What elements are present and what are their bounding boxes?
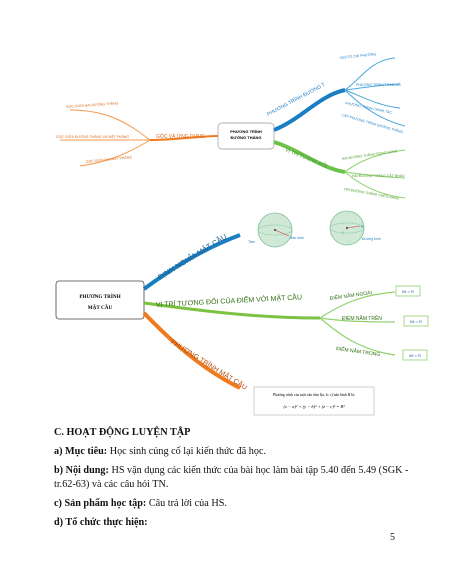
mm1-leaf-cat-nhau: HAI ĐƯỜNG THẲNG CẮT NHAU — [352, 173, 405, 178]
muc-tieu-paragraph: a) Mục tiêu: Học sinh củng cố lại kiến t… — [54, 445, 414, 459]
mm2-eq-formula: (x − a)² + (y − b)² + (z − c)² = R² — [283, 404, 345, 409]
mm1-branch-goc: GÓC VÀ ỨNG DỤNG — [156, 133, 205, 140]
to-chuc-label: d) Tổ chức thực hiện: — [54, 517, 148, 528]
mm2-eq-caption: Phương trình của mặt cầu tâm I(a; b; c) … — [273, 393, 355, 397]
muc-tieu-label: a) Mục tiêu: — [54, 446, 108, 457]
mm2-branch-dinh-nghia: ĐỊNH NGHĨA MẶT CẦU — [156, 231, 229, 282]
san-pham-label: c) Sản phẩm học tập: — [54, 498, 147, 509]
mindmap-mat-cau: PHƯƠNG TRÌNH MẶT CẦU ĐỊNH NGHĨA MẶT CẦU … — [55, 210, 429, 416]
san-pham-paragraph: c) Sản phẩm học tập: Câu trả lời của HS. — [54, 497, 414, 511]
mm1-leaf-vectors: VECTƠ CHỈ PHƯƠNG — [340, 51, 377, 60]
mindmap-duong-thang: PHƯƠNG TRÌNH ĐƯỜNG THẲNG PHƯƠNG TRÌNH ĐƯ… — [56, 51, 406, 201]
mm1-center-line1: PHƯƠNG TRÌNH — [230, 129, 262, 134]
mm2-branch-vi-tri: VỊ TRÍ TƯƠNG ĐỐI CỦA ĐIỂM VỚI MẶT CẦU — [156, 291, 303, 309]
sphere1-label-ban-kinh: Bán kính — [290, 236, 304, 240]
noi-dung-text: HS vận dụng các kiến thức của bài học là… — [54, 465, 409, 490]
muc-tieu-text: Học sinh củng cố lại kiến thức đã học. — [109, 446, 267, 457]
mm1-leaf-tham-so: PHƯƠNG TRÌNH THAM SỐ — [356, 82, 401, 87]
mm2-branch-phuong-trinh: PHƯƠNG TRÌNH MẶT CẦU — [169, 336, 250, 392]
mm1-leaf-goc-dt-mp: GÓC GIỮA ĐƯỜNG THẲNG VÀ MẶT PHẲNG — [56, 134, 129, 139]
sphere2-label-ban-kinh: Đường kính — [362, 237, 381, 241]
sphere-figure-2: I R Đường kính — [329, 210, 381, 246]
mm1-leaf-goc-hai-dt: GÓC GIỮA HAI ĐƯỜNG THẲNG — [66, 100, 119, 109]
mm2-leaf-nam-trong: ĐIỂM NẰM TRONG — [336, 344, 381, 358]
mm2-leaf-nam-tren: ĐIỂM NẰM TRÊN — [342, 314, 382, 322]
mm1-leaf-goc-hai-mp: GÓC GIỮA HAI MẶT PHẲNG — [86, 154, 133, 164]
to-chuc-paragraph: d) Tổ chức thực hiện: — [54, 516, 414, 530]
san-pham-text: Câu trả lời của HS. — [148, 498, 227, 509]
sphere2-label-tam: I — [342, 231, 343, 235]
sphere-figure-1: Tâm Bán kính — [248, 212, 304, 248]
mm2-leaf-nam-ngoai: ĐIỂM NẰM NGOÀI — [329, 288, 372, 302]
mm2-cond-outside: IM > R — [402, 289, 414, 294]
activity-section: C. HOẠT ĐỘNG LUYỆN TẬP a) Mục tiêu: Học … — [54, 426, 414, 535]
mm2-cond-on: IM = R — [410, 319, 422, 324]
mm2-center-line2: MẶT CẦU — [88, 303, 113, 311]
mm2-center-line1: PHƯƠNG TRÌNH — [79, 292, 120, 300]
sphere1-label-tam: Tâm — [248, 240, 255, 244]
sphere2-label-r: R — [361, 225, 364, 229]
mm2-cond-inside: IM < R — [409, 353, 421, 358]
mm1-center-line2: ĐƯỜNG THẲNG — [231, 135, 262, 140]
noi-dung-paragraph: b) Nội dung: HS vận dụng các kiến thức c… — [54, 464, 414, 492]
noi-dung-label: b) Nội dung: — [54, 465, 109, 476]
section-heading: C. HOẠT ĐỘNG LUYỆN TẬP — [54, 427, 191, 438]
page-number: 5 — [390, 532, 395, 543]
